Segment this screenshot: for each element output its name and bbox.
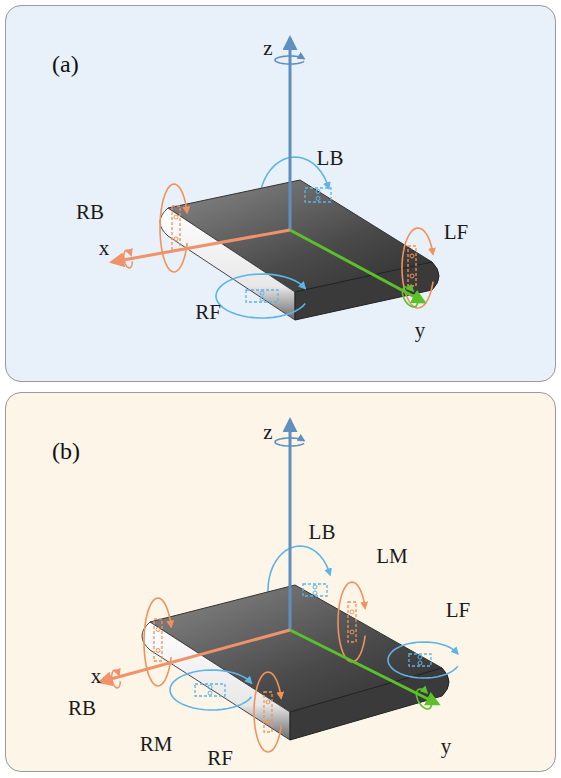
wheel-hole (266, 720, 270, 724)
rotation-ring (399, 285, 420, 310)
rotation-ring (275, 56, 304, 64)
rotation-ring (170, 670, 251, 710)
axis-or-wheel-label: z (263, 38, 272, 59)
wheel-module (409, 654, 431, 666)
axis-or-wheel-label: RF (207, 748, 233, 769)
wheel-hole (418, 661, 422, 665)
axis-or-wheel-label: RM (140, 734, 173, 755)
wheel-hole (174, 215, 178, 219)
wheel-hole (350, 610, 354, 614)
z-axis (289, 420, 292, 630)
x-axis (112, 230, 290, 262)
wheel-module (264, 692, 272, 732)
panel-tag: (a) (52, 52, 79, 76)
wheel-module (195, 684, 225, 696)
wheel-module (348, 602, 356, 642)
axis-or-wheel-label: LB (309, 522, 336, 543)
rotation-arrow (402, 228, 433, 308)
wheel-hole (174, 237, 178, 241)
axis-or-wheel-label: LF (446, 600, 471, 621)
rotation-ring (254, 672, 281, 752)
axis-or-wheel-label: LB (317, 148, 344, 169)
y-axis (290, 230, 424, 302)
wheel-hole (316, 197, 320, 201)
wheel-hole (410, 274, 414, 278)
wheel-module (154, 619, 162, 661)
wheel-hole (313, 591, 317, 595)
z-axis (289, 38, 292, 230)
rotation-ring (413, 687, 434, 712)
rotation-ring (160, 184, 187, 272)
axis-or-wheel-label: z (263, 422, 272, 443)
axis-or-wheel-label: y (415, 320, 426, 341)
wheel-hole (410, 254, 414, 258)
panel-ground (5, 392, 556, 772)
axis-or-wheel-label: x (99, 238, 110, 259)
panel-tag: (b) (52, 439, 80, 463)
axis-or-wheel-label: y (441, 736, 452, 757)
rotation-ring (275, 438, 304, 446)
rotation-ring (338, 582, 365, 662)
wheel-module (172, 206, 180, 250)
rotation-arrow (170, 670, 251, 710)
wheel-hole (350, 630, 354, 634)
axis-or-wheel-label: RB (68, 698, 96, 719)
wheel-module (408, 246, 416, 286)
rotation-arrow (122, 249, 133, 268)
rotation-arrow (399, 285, 420, 310)
wheel-hole (208, 691, 212, 695)
wheel-hole (260, 297, 264, 301)
wheel-hole (316, 190, 320, 194)
rotation-ring (388, 642, 458, 678)
wheel-module (303, 584, 327, 596)
rotation-arrow (275, 56, 304, 64)
wheel-module (246, 290, 278, 302)
wheel-hole (156, 628, 160, 632)
figure-panel: (a) (5, 5, 556, 382)
axis-or-wheel-label: LF (444, 222, 469, 243)
wheel-hole (208, 685, 212, 689)
wheel-hole (266, 700, 270, 704)
rotation-arrow (216, 274, 305, 318)
axis-or-wheel-label: RF (195, 302, 221, 323)
rotation-ring (110, 669, 121, 688)
rotation-arrow (413, 687, 434, 712)
panel-ground (5, 5, 556, 382)
x-axis (100, 630, 290, 682)
rotation-ring (144, 598, 171, 686)
rotation-arrow (388, 642, 458, 678)
wheel-module (305, 188, 331, 202)
rotation-ring (122, 249, 133, 268)
rotation-arrow (110, 669, 121, 688)
axis-or-wheel-label: LM (376, 546, 408, 567)
wheel-hole (313, 585, 317, 589)
rotation-arrow (254, 672, 281, 752)
wheel-hole (260, 291, 264, 295)
body-end (290, 668, 449, 740)
rotation-arrow (144, 598, 171, 686)
wheel-hole (418, 655, 422, 659)
robot-a (112, 38, 439, 320)
rotation-arrow (275, 438, 304, 446)
rotation-ring (216, 274, 305, 318)
rotation-arrow (338, 582, 365, 662)
robot-b (100, 420, 458, 752)
rotation-arrow (160, 184, 187, 272)
axis-or-wheel-label: RB (76, 202, 104, 223)
wheel-hole (156, 649, 160, 653)
rotation-ring (402, 228, 433, 308)
axis-or-wheel-label: x (91, 666, 102, 687)
